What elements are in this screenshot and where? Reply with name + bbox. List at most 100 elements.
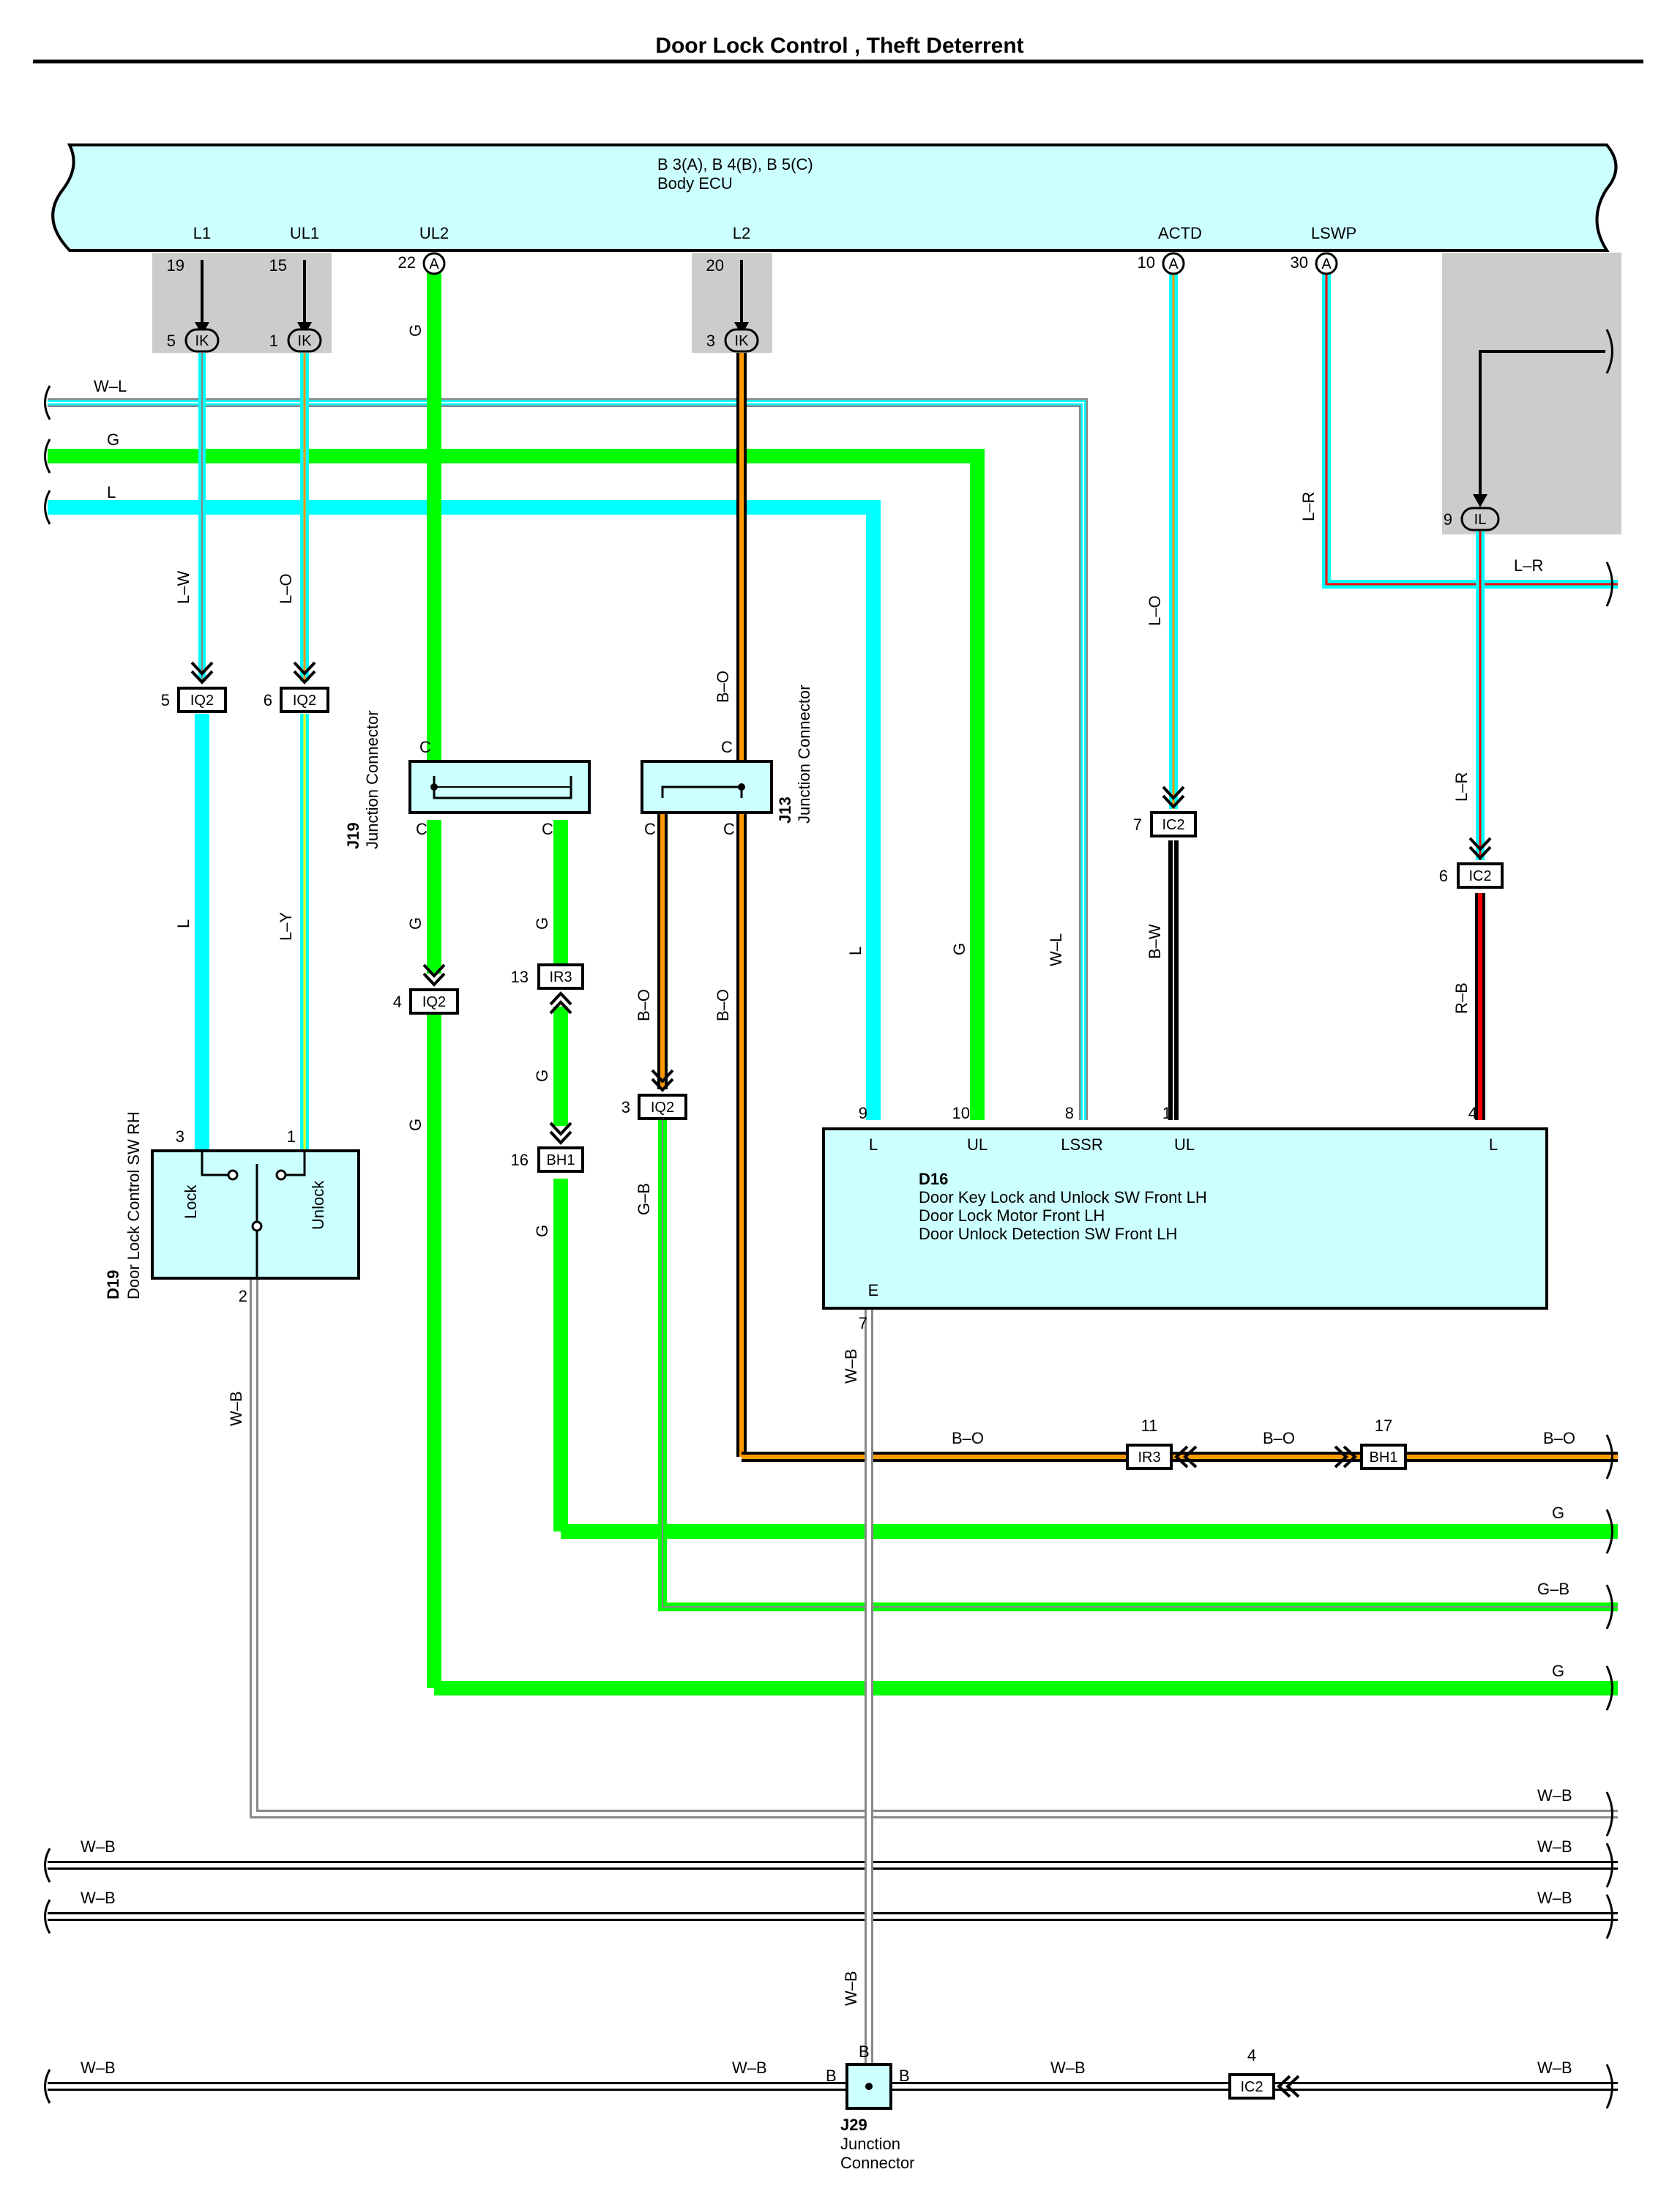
d16-pin-1: 1 [1162, 1104, 1171, 1122]
ecu-pin-19: 19 [167, 256, 184, 275]
ecu-term-l2: L2 [733, 224, 750, 242]
wire-bo-h2-label: B–O [1263, 1429, 1295, 1447]
wire-d19-ground: W–B W–B [227, 1272, 1618, 1818]
ic2-label-6: IC2 [1468, 868, 1491, 884]
iq2-label-3: IQ2 [651, 1100, 674, 1116]
wire-lr-h-label: L–R [1514, 556, 1543, 575]
d19-unlock-label: Unlock [309, 1180, 327, 1230]
il-connector: IL 9 [1444, 507, 1500, 531]
ecu-pin-15: 15 [269, 256, 287, 275]
iq2-connectors: IQ2 5 IQ2 6 IQ2 4 IQ2 3 [161, 661, 687, 1120]
wire-g-ul2-label: G [406, 324, 425, 337]
wire-l-vert-label: L [846, 947, 865, 955]
j19-name: Junction Connector [363, 710, 381, 849]
ik-label-1: IK [195, 333, 210, 349]
bh1-pin-17: 17 [1375, 1417, 1392, 1435]
d16-line-3: Door Unlock Detection SW Front LH [919, 1225, 1177, 1243]
shade-il [1442, 253, 1621, 534]
iq2-pin-6: 6 [264, 691, 272, 709]
wire-j13-branch: B–O G–B G–B [635, 813, 1618, 1611]
d19-door-lock-control-sw: Lock Unlock 3 1 2 D19 Door Lock Control … [104, 1111, 360, 1305]
wire-lr-il-label: L–R [1452, 772, 1471, 802]
j29-code: J29 [840, 2116, 867, 2134]
d19-pin-1: 1 [287, 1127, 296, 1146]
il-pin: 9 [1444, 510, 1452, 529]
iq2-pin-4: 4 [393, 993, 402, 1011]
wire-l2: B–O B–O B–O B–O B–O [714, 260, 1618, 1462]
ic2-pin-7: 7 [1133, 816, 1142, 834]
ecu-pin-a-30: A [1321, 256, 1332, 272]
ecu-term-actd: ACTD [1158, 224, 1202, 242]
bh1-label-16: BH1 [547, 1152, 575, 1168]
ecu-pin-30: 30 [1291, 253, 1308, 272]
j29-name-1: Junction [840, 2135, 900, 2153]
wire-bo-j13-label: B–O [714, 989, 732, 1021]
wire-wb-b3-right: W–B [1537, 2059, 1572, 2077]
wire-actd: L–O B–W [1146, 267, 1179, 1120]
wire-wb-d19-label: W–B [227, 1391, 245, 1426]
ecu-code: B 3(A), B 4(B), B 5(C) [657, 155, 813, 173]
j29-name-2: Connector [840, 2154, 915, 2172]
wire-lr-lswp-label: L–R [1299, 492, 1318, 521]
j13-pin-c-right: C [723, 820, 735, 838]
ir3-label-11: IR3 [1138, 1449, 1160, 1466]
wire-wb-b3-mid2: W–B [1050, 2059, 1086, 2077]
d16-line-1: Door Key Lock and Unlock SW Front LH [919, 1188, 1207, 1206]
ic2-label-4: IC2 [1240, 2079, 1263, 2095]
d16-pin-9: 9 [859, 1104, 867, 1122]
j13-junction-connector: C C C J13 Junction Connector [641, 684, 813, 838]
iq2-label-6: IQ2 [293, 693, 316, 709]
j29-pin-top: B [859, 2042, 870, 2061]
il-label: IL [1474, 512, 1487, 528]
bus-g-top: G G [44, 430, 985, 1120]
iq2-pin-3: 3 [621, 1098, 630, 1116]
iq2-label-4: IQ2 [422, 994, 446, 1010]
d19-lock-label: Lock [182, 1184, 200, 1219]
j19-pin-c-top: C [419, 738, 431, 756]
wire-l-label: L [107, 483, 116, 501]
j19-pin-c-left: C [416, 820, 428, 838]
page-title: Door Lock Control , Theft Deterrent [655, 34, 1023, 58]
ecu-term-ul2: UL2 [419, 224, 449, 242]
d16-pin-10: 10 [952, 1104, 970, 1122]
wire-bo-iq2-label: B–O [635, 989, 653, 1021]
j13-name: Junction Connector [795, 684, 813, 824]
ecu-pin-22: 22 [398, 253, 416, 272]
ecu-pin-a-22: A [429, 256, 439, 272]
ic2-connectors: IC2 7 IC2 6 IC2 4 [1133, 786, 1504, 2100]
ecu-pins: 19 15 A 22 20 A 10 A 30 [167, 252, 1338, 275]
j29-pin-left: B [826, 2067, 837, 2085]
wire-lo-label-ul1: L–O [277, 573, 295, 604]
wire-lo-actd-label: L–O [1146, 595, 1164, 626]
ic2-pin-4: 4 [1247, 2046, 1256, 2064]
wire-gb-label: G–B [1537, 1580, 1569, 1598]
bus-wl: W–L W–L [44, 377, 1088, 1120]
j13-pin-c-top: C [721, 738, 733, 756]
wire-g-mid-label: G [1552, 1504, 1564, 1522]
j19-junction-connector: C C C J19 Junction Connector [344, 710, 591, 849]
j29-pin-right: B [899, 2067, 910, 2085]
wire-wb-b2-left: W–B [81, 1889, 116, 1907]
j29-junction-connector: B B B J29 Junction Connector [826, 2042, 915, 2172]
wire-gb-vert-label: G–B [635, 1183, 653, 1215]
j13-code: J13 [776, 796, 794, 824]
wire-ul1: L–O L–Y [277, 260, 312, 1151]
d16-pin-4: 4 [1468, 1104, 1477, 1122]
iq2-pin-5: 5 [161, 691, 170, 709]
d19-code: D19 [104, 1270, 122, 1299]
ik-label-3: IK [735, 333, 750, 349]
wire-lswp: L–R L–R [1299, 267, 1618, 589]
wire-wl-label: W–L [94, 377, 127, 395]
ecu-term-lswp: LSWP [1311, 224, 1356, 242]
iq2-label-5: IQ2 [190, 693, 214, 709]
wire-ly-label: L–Y [277, 912, 295, 941]
wire-ends [1605, 329, 1613, 2109]
wire-bo-h3-label: B–O [1543, 1429, 1575, 1447]
d16-door-lock-assembly: 9 10 8 1 4 7 L UL LSSR UL L E D16 Door K… [822, 1104, 1548, 1332]
d16-term-e: E [868, 1281, 879, 1299]
ir3-pin-13: 13 [511, 968, 529, 986]
ic2-pin-6: 6 [1439, 867, 1448, 885]
d19-name: Door Lock Control SW RH [124, 1111, 143, 1299]
ecu-term-ul1: UL1 [290, 224, 319, 242]
ik-connectors: IK 5 IK 1 IK 3 [167, 328, 759, 353]
